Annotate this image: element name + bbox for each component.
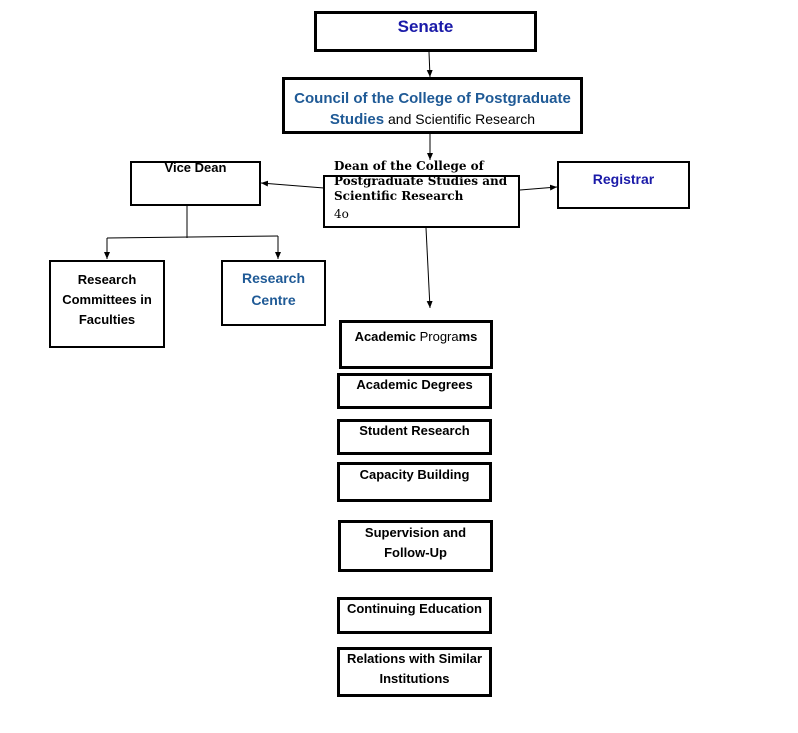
vice-dean-box: Vice Dean (130, 160, 261, 206)
council-label-line1: Council of the College of Postgraduate (294, 90, 571, 107)
supervision-line1: Supervision and (364, 525, 467, 540)
capacity-building-box: Capacity Building (337, 462, 492, 502)
registrar-box: Registrar (557, 161, 690, 209)
student-research-box: Student Research (337, 419, 492, 455)
senate-label: Senate (397, 17, 454, 36)
relations-line1: Relations with Similar (346, 651, 483, 666)
research-committees-line1: Research (77, 272, 137, 287)
arrow-dean-to-units (425, 227, 433, 309)
capacity-building-label: Capacity Building (359, 467, 470, 482)
continuing-education-box: Continuing Education (337, 597, 492, 634)
dean-label-line3: Scientific Research (334, 189, 464, 203)
research-committees-box: Research Committees in Faculties (49, 260, 165, 348)
supervision-line2: Follow-Up (384, 545, 447, 560)
academic-degrees-box: Academic Degrees (337, 373, 492, 409)
relations-line2: Institutions (379, 671, 450, 686)
research-centre-box: Research Centre (221, 260, 326, 326)
academic-programs-label-plain: Progra (415, 329, 459, 344)
dean-label-line2: Postgraduate Studies and (334, 174, 508, 188)
supervision-box: Supervision and Follow-Up (338, 520, 493, 572)
student-research-label: Student Research (359, 423, 470, 438)
vice-dean-label: Vice Dean (164, 160, 227, 175)
council-box: Council of the College of Postgraduate S… (282, 77, 583, 134)
relations-box: Relations with Similar Institutions (337, 647, 492, 697)
senate-box: Senate (314, 11, 537, 52)
continuing-education-label: Continuing Education (346, 601, 483, 616)
council-label-studies: Studies (329, 111, 385, 128)
research-centre-line2: Centre (251, 292, 296, 308)
dean-box: Dean of the College of Postgraduate Stud… (323, 159, 520, 228)
vice-dean-branch-line (106, 235, 279, 239)
registrar-label: Registrar (592, 171, 655, 187)
research-committees-line2: Committees in (62, 292, 152, 307)
dean-label-line4: 4o (334, 207, 349, 221)
academic-degrees-label: Academic Degrees (356, 377, 473, 392)
academic-programs-box: Academic Programs (339, 320, 493, 369)
arrow-dean-to-vice-dean (260, 180, 325, 189)
research-centre-line1: Research (241, 270, 306, 286)
arrow-senate-to-council (426, 51, 433, 78)
research-committees-line3: Faculties (78, 312, 136, 327)
academic-programs-label-bold2: ms (458, 329, 478, 344)
arrow-dean-to-registrar (519, 184, 558, 191)
council-label-line2: and Scientific Research (384, 111, 536, 127)
dean-label-line1: Dean of the College of (334, 159, 484, 173)
academic-programs-label-bold: Academic (354, 329, 416, 344)
